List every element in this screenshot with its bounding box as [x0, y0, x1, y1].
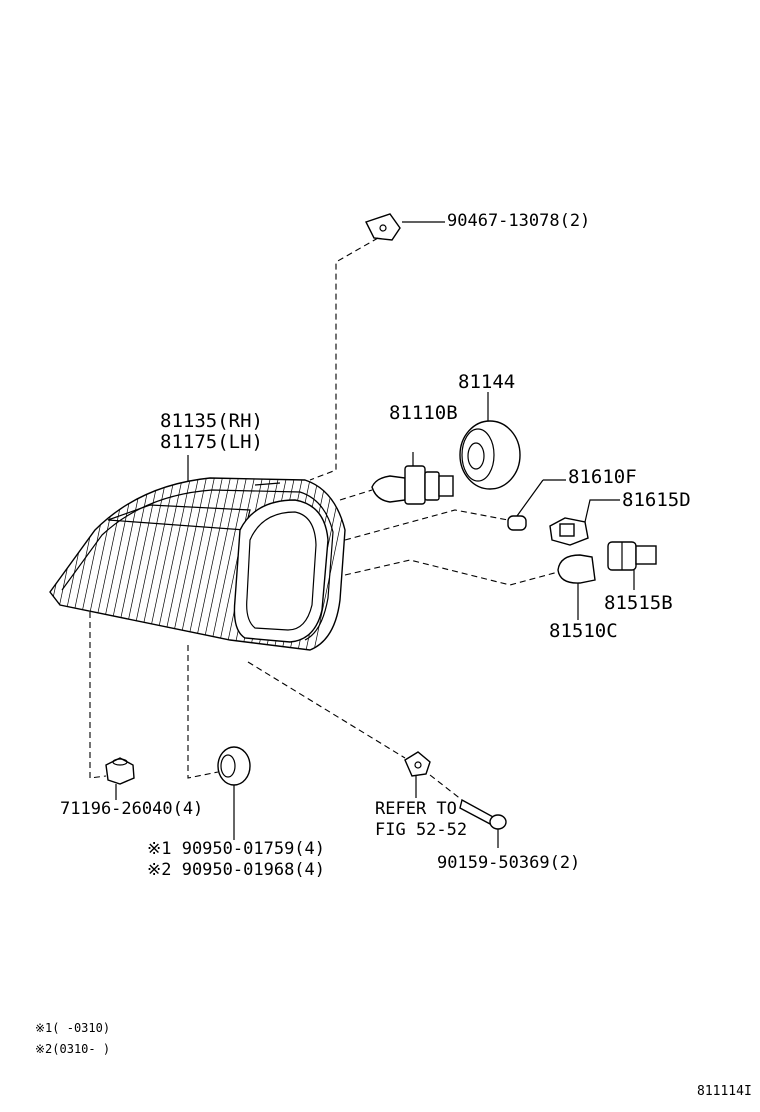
lens-hatch-line [167, 478, 209, 650]
lens-hatch-line [0, 470, 40, 660]
lens-hatch-line [311, 478, 345, 650]
turn-socket-part [607, 541, 657, 590]
small-socket-part [549, 499, 620, 546]
refer-label-line1: REFER TO [375, 799, 457, 819]
turn-socket-label: 81515B [604, 592, 673, 614]
screw-label: 90159-50369(2) [437, 853, 581, 873]
note-2: ※2(0310- ) [35, 1042, 111, 1056]
turn-bulb-part [557, 554, 596, 620]
lens-hatch-line [207, 478, 249, 650]
lens-hatch-line [199, 478, 241, 650]
lens-hatch-line [50, 478, 57, 650]
clip-top-label: 90467-13078(2) [447, 211, 591, 231]
lens-hatch-line [50, 478, 65, 650]
lens-hatch-line [215, 478, 257, 650]
grommet-1-label: ※1 90950-01759(4) [147, 839, 326, 859]
socket-cover-part [459, 392, 521, 490]
housing-lh-label: 81175(LH) [160, 431, 263, 453]
refer-label-line2: FIG 52-52 [375, 820, 468, 840]
lens-hatch-line [50, 478, 73, 650]
head-bulb-part [371, 452, 454, 505]
small-socket-label: 81615D [622, 489, 691, 511]
clip-bottom-label: 71196-26040(4) [60, 799, 204, 819]
clip-bottom-part [105, 757, 135, 785]
grommet-part [217, 746, 251, 786]
figure-id: 811114I [697, 1084, 752, 1099]
refer-clip-part [404, 751, 431, 777]
note-1: ※1( -0310) [35, 1021, 111, 1035]
lens-hatch-line [191, 478, 233, 650]
housing-rh-label: 81135(RH) [160, 410, 263, 432]
screw-part [459, 798, 507, 848]
lens-hatch-line [183, 478, 225, 650]
headlamp-housing [0, 470, 346, 660]
socket-cover-label: 81144 [458, 371, 516, 393]
small-bulb-label: 81610F [568, 466, 637, 488]
clip-top-part [365, 213, 401, 241]
turn-bulb-label: 81510C [549, 620, 618, 642]
lens-hatch-line [175, 478, 217, 650]
lens-hatch-line [8, 470, 48, 660]
small-bulb-part [507, 479, 566, 531]
head-bulb-label: 81110B [389, 402, 458, 424]
grommet-2-label: ※2 90950-01968(4) [147, 860, 326, 880]
